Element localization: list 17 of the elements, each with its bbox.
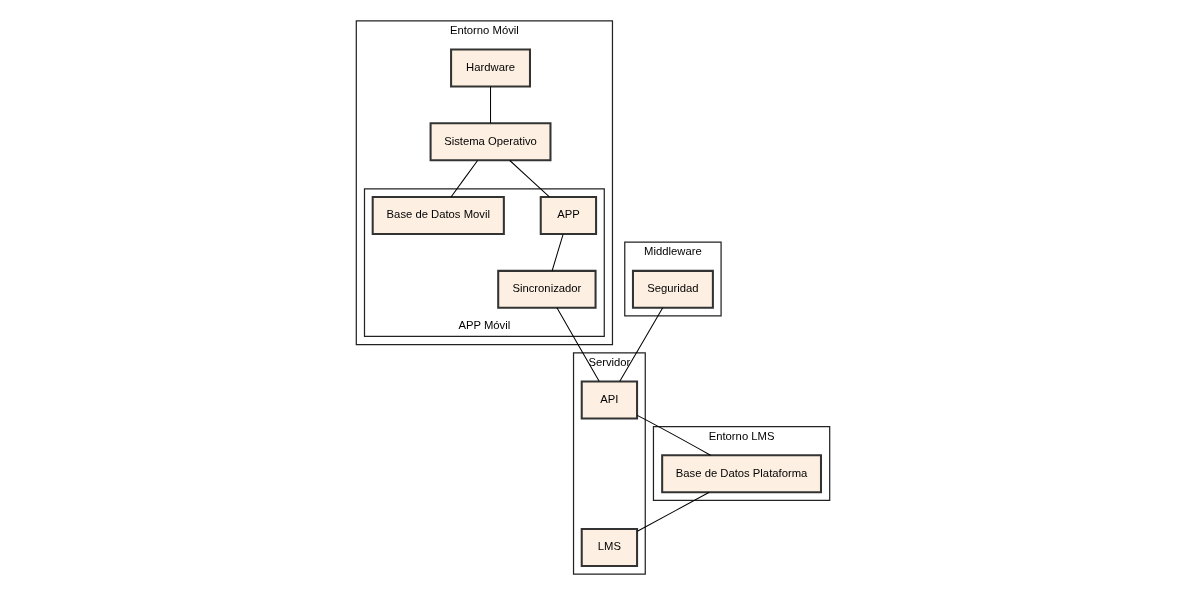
connector — [619, 307, 664, 382]
node-box: Sistema Operativo — [429, 122, 552, 162]
connector — [450, 160, 479, 198]
connector — [490, 86, 492, 124]
connector — [636, 491, 710, 532]
connector — [509, 160, 550, 198]
node-box: API — [580, 380, 639, 420]
node-box: Sincronizador — [497, 269, 597, 309]
node-box: APP — [539, 196, 598, 235]
node-box: Base de Datos Plataforma — [661, 454, 822, 494]
connector — [636, 414, 712, 456]
node-box: LMS — [580, 528, 639, 567]
connector — [556, 307, 600, 382]
connector — [551, 233, 564, 272]
node-box: Hardware — [450, 48, 531, 88]
node-box: Base de Datos Movil — [371, 196, 505, 235]
node-box: Seguridad — [631, 269, 714, 309]
